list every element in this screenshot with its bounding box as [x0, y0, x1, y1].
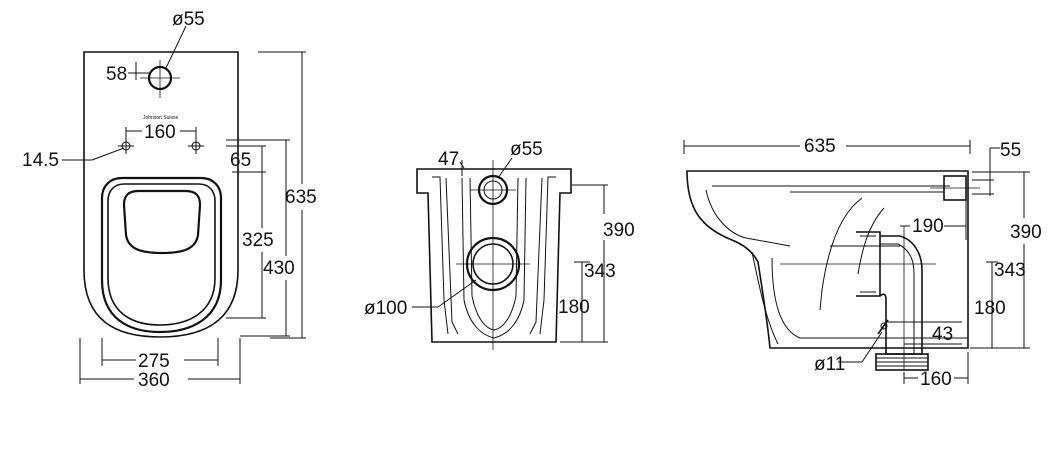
- plan-dim-d55: ø55: [172, 9, 205, 30]
- side-dim-d11: ø11: [814, 354, 845, 375]
- side-dim-390: 390: [1010, 222, 1042, 243]
- plan-dim-58: 58: [106, 64, 127, 85]
- rear-dim-390: 390: [603, 220, 635, 241]
- side-dim-180: 180: [974, 298, 1006, 319]
- plan-dim-325: 325: [242, 230, 274, 251]
- side-dim-55: 55: [1000, 140, 1021, 161]
- plan-dim-160: 160: [144, 122, 176, 143]
- side-dim-635: 635: [804, 136, 836, 157]
- plan-view: ø55 58 Johnson Suisse 160 14.5 65 325 43…: [22, 9, 317, 391]
- plan-rim: [100, 176, 223, 334]
- rear-view: 47 ø55 ø100 390 343 180: [364, 139, 635, 350]
- side-dim-343: 343: [994, 260, 1026, 281]
- plan-bowl-opening: [122, 189, 202, 255]
- rear-outline: [416, 168, 572, 343]
- rear-dim-d55: ø55: [510, 139, 543, 160]
- plan-rim-inner: [107, 183, 216, 326]
- plan-dim-430: 430: [263, 258, 295, 279]
- plan-dim-635: 635: [285, 187, 317, 208]
- side-dim-43: 43: [932, 324, 953, 345]
- side-dim-160: 160: [920, 369, 952, 390]
- side-outlet-elbow: [879, 235, 923, 355]
- side-view: 635 55 190 390 343 180 43 ø11: [683, 136, 1042, 390]
- plan-dim-14-5: 14.5: [22, 150, 59, 171]
- rear-dim-d100: ø100: [364, 298, 407, 319]
- rear-dim-47: 47: [438, 149, 459, 170]
- side-dim-190: 190: [912, 216, 944, 237]
- plan-dim-275: 275: [138, 351, 170, 372]
- plan-outline: [83, 51, 239, 338]
- side-outline: [686, 170, 969, 349]
- plan-dim-360: 360: [138, 370, 170, 391]
- plan-dim-65: 65: [230, 150, 251, 171]
- plan-brand-logo: Johnson Suisse: [143, 115, 179, 121]
- rear-dim-180: 180: [558, 297, 590, 318]
- rear-dim-343: 343: [584, 261, 616, 282]
